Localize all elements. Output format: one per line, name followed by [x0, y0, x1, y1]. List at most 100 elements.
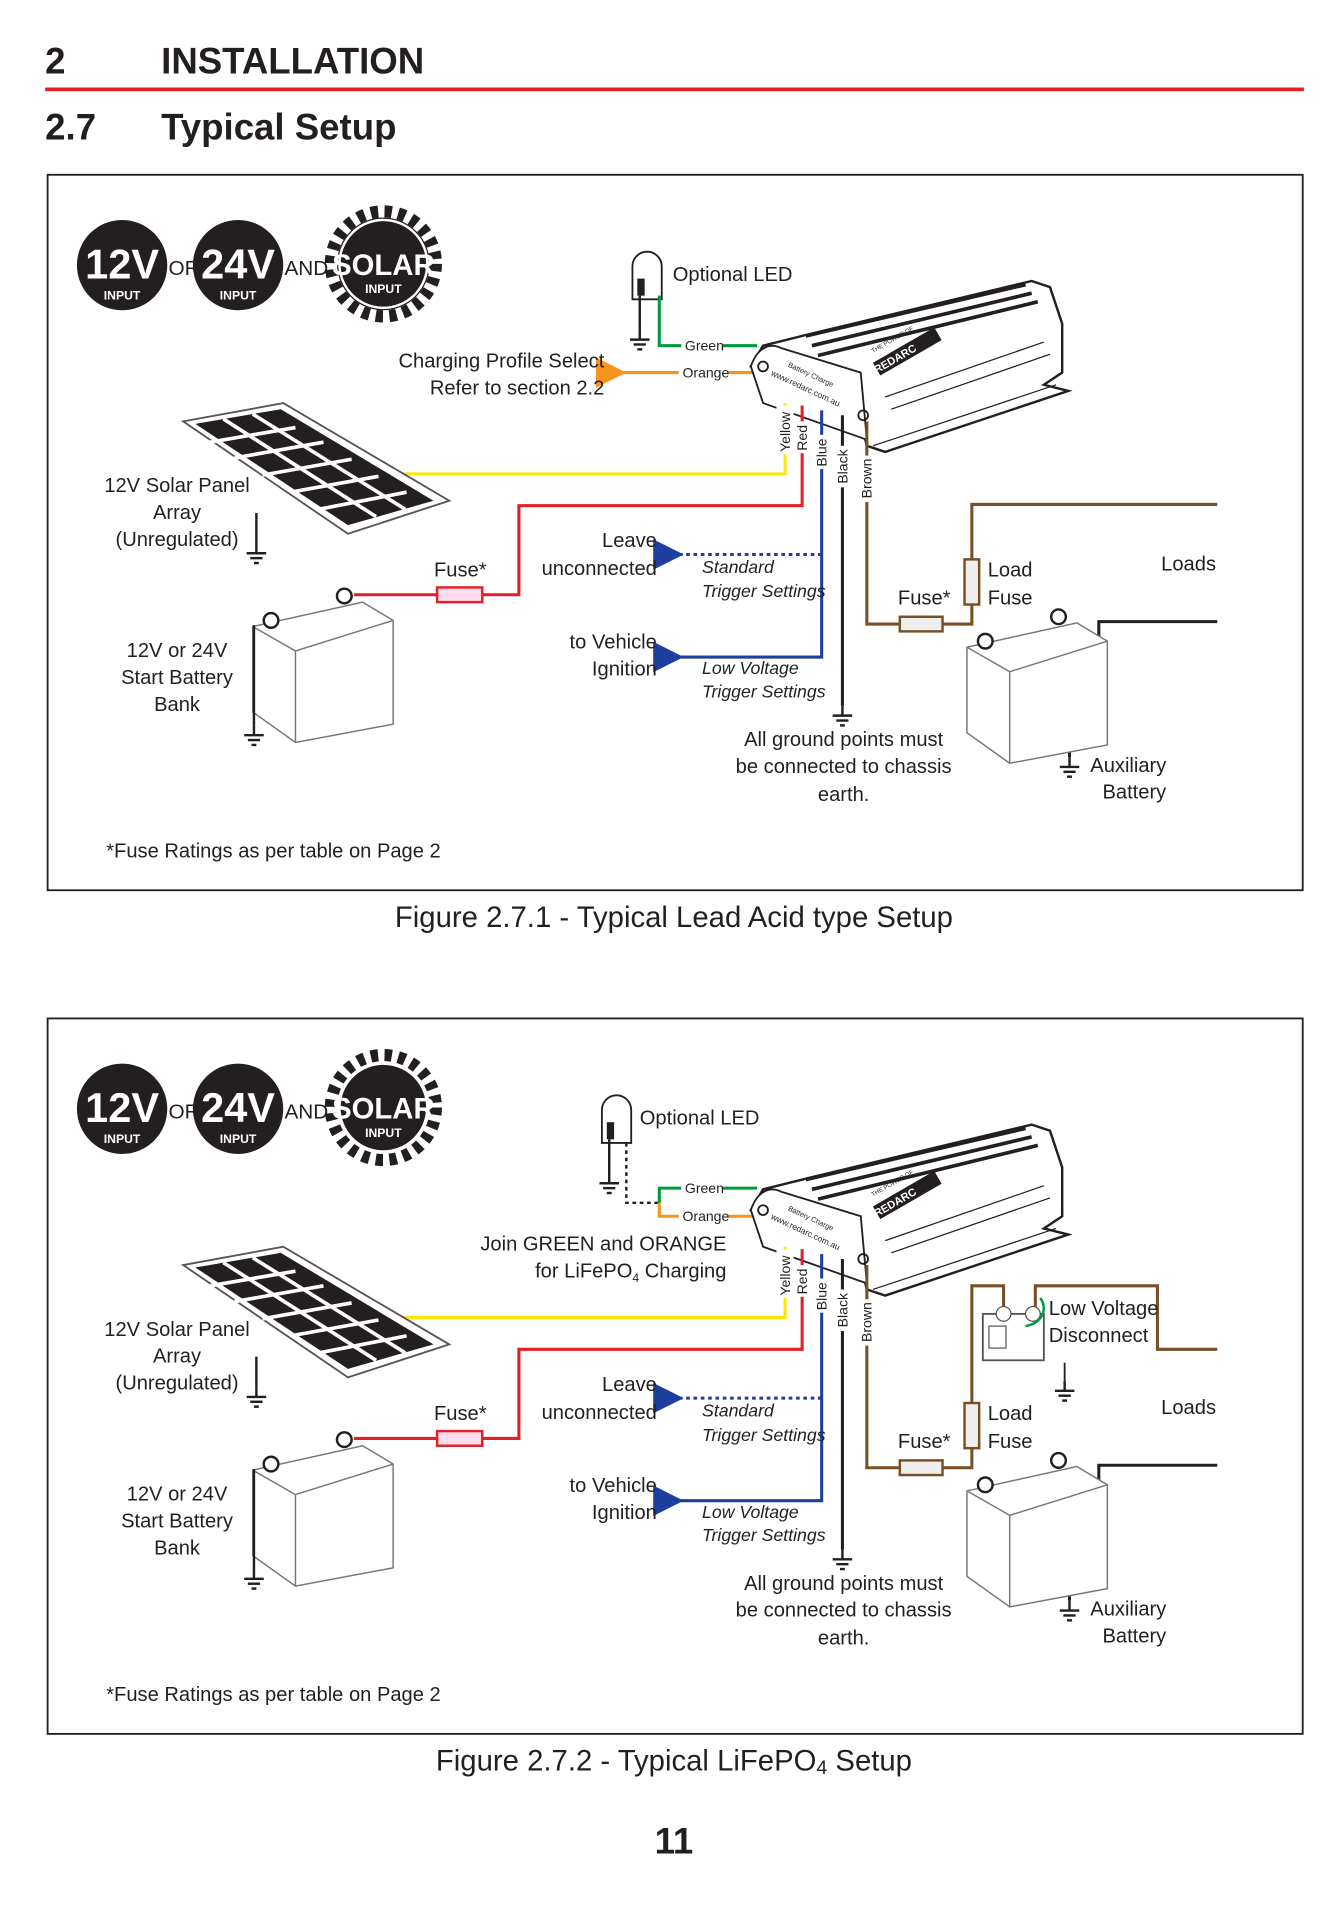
fuse-icon: [435, 1429, 484, 1447]
black-wire-label: Black: [834, 448, 850, 483]
figure-lead-acid: 12V INPUT OR 24V INPUT AND SOLAR INPUT O…: [46, 173, 1304, 892]
start-battery-label: 12V or 24V: [127, 1484, 228, 1506]
start-battery-label: Start Battery: [121, 1511, 234, 1533]
load-fuse-label: Fuse: [988, 1431, 1033, 1453]
load-fuse-label: Fuse: [988, 588, 1033, 610]
solar-panel-label: (Unregulated): [116, 529, 239, 551]
fuse-label: Fuse*: [898, 1431, 951, 1453]
or-label: OR: [168, 1101, 199, 1124]
ground-note: earth.: [818, 784, 869, 806]
load-fuse-icon: [963, 558, 981, 606]
yellow-wire-label: Yellow: [777, 1255, 793, 1296]
subsection-number: 2.7: [45, 106, 96, 147]
load-fuse-icon: [963, 1401, 981, 1450]
led-icon: [628, 250, 663, 351]
brown-wire: [865, 1265, 1006, 1470]
badge-12v-label: 12V: [85, 1084, 159, 1131]
start-battery-label: Bank: [154, 1537, 201, 1559]
leave-unconnected-label: Leave: [602, 530, 657, 552]
standard-trigger-label: Standard: [702, 1400, 775, 1420]
profile-select-ref: Refer to section 2.2: [430, 378, 605, 400]
blue-wire-label: Blue: [814, 1282, 830, 1310]
fuse-footnote: *Fuse Ratings as per table on Page 2: [106, 840, 441, 862]
lvd-label: Disconnect: [1049, 1325, 1149, 1347]
fuse-label: Fuse*: [434, 559, 487, 581]
and-label: AND: [284, 1101, 328, 1124]
figure-frame: [46, 1017, 1304, 1735]
brown-wire-label: Brown: [859, 459, 875, 499]
auxiliary-battery-label: Auxiliary: [1090, 1598, 1167, 1620]
badge-solar-sub: INPUT: [365, 282, 402, 296]
blue-wire-label: Blue: [814, 438, 830, 466]
start-battery-icon: [251, 1431, 395, 1588]
green-wire: [657, 1186, 757, 1203]
load-fuse-label: Load: [988, 559, 1033, 581]
input-badges: 12V INPUT OR 24V INPUT AND SOLAR INPUT: [76, 1048, 442, 1167]
blue-wire: [653, 1254, 824, 1516]
lvd-label: Low Voltage: [1049, 1298, 1159, 1320]
ground-note: be connected to chassis: [736, 756, 952, 778]
solar-panel-label: 12V Solar Panel: [104, 1319, 249, 1341]
ground-note: be connected to chassis: [736, 1600, 952, 1622]
fuse-icon: [898, 615, 944, 633]
solar-panel-icon: [181, 401, 452, 536]
join-wires-label: Join GREEN and ORANGE: [480, 1233, 726, 1255]
brown-load-wire: [1033, 1284, 1218, 1351]
subsection-title: Typical Setup: [161, 106, 396, 147]
low-voltage-trigger-label: Low Voltage: [702, 1502, 799, 1522]
badge-solar-label: SOLAR: [332, 249, 435, 282]
led-dotted-wire: [625, 1142, 660, 1205]
start-battery-label: 12V or 24V: [127, 640, 228, 662]
ground-note: All ground points must: [744, 1573, 944, 1595]
dc-charger-device: REDARC THE POWER OF www.redarc.com.au Ba…: [749, 279, 1071, 454]
vehicle-ignition-label: to Vehicle: [570, 1475, 657, 1497]
fuse-icon: [898, 1459, 944, 1477]
standard-trigger-label: Trigger Settings: [702, 581, 826, 601]
blue-wire: [653, 410, 824, 673]
leave-unconnected-label: unconnected: [542, 1402, 657, 1424]
badge-solar-sub: INPUT: [365, 1126, 402, 1140]
green-wire-label: Green: [685, 1180, 724, 1196]
load-fuse-label: Load: [988, 1403, 1033, 1425]
badge-24v: [192, 219, 284, 311]
fuse-label: Fuse*: [898, 588, 951, 610]
solar-panel-label: 12V Solar Panel: [104, 475, 249, 497]
figure-lifepo4: 12V INPUT OR 24V INPUT AND SOLAR INPUT O…: [46, 1017, 1304, 1735]
badge-24v-label: 24V: [201, 1084, 275, 1131]
auxiliary-battery-label: Auxiliary: [1090, 755, 1167, 777]
standard-trigger-label: Trigger Settings: [702, 1425, 826, 1445]
ground-note: earth.: [818, 1628, 869, 1650]
badge-24v-sub: INPUT: [220, 1132, 257, 1146]
vehicle-ignition-label: Ignition: [592, 1502, 657, 1524]
badge-solar-label: SOLAR: [332, 1093, 435, 1126]
ground-note: All ground points must: [744, 729, 944, 751]
orange-wire-label: Orange: [682, 364, 729, 380]
figure-frame: [46, 173, 1304, 892]
figure-1-caption: Figure 2.7.1 - Typical Lead Acid type Se…: [395, 901, 953, 934]
optional-led-label: Optional LED: [640, 1108, 760, 1130]
badge-12v-label: 12V: [85, 241, 159, 288]
green-wire-label: Green: [685, 338, 724, 354]
start-battery-label: Start Battery: [121, 667, 234, 689]
fuse-label: Fuse*: [434, 1403, 487, 1425]
standard-trigger-label: Standard: [702, 557, 775, 577]
sun-icon: [324, 1048, 442, 1167]
solar-panel-label: Array: [153, 1346, 202, 1368]
auxiliary-battery-icon: [965, 608, 1109, 765]
yellow-wire-label: Yellow: [777, 411, 793, 452]
badge-12v: [76, 219, 168, 311]
brown-wire: [865, 421, 1218, 626]
solar-panel-label: Array: [153, 502, 202, 524]
vehicle-ignition-label: to Vehicle: [570, 631, 657, 653]
fuse-icon: [435, 586, 484, 604]
auxiliary-battery-label: Battery: [1102, 1625, 1167, 1647]
black-wire-label: Black: [834, 1292, 850, 1327]
input-badges: 12V INPUT OR 24V INPUT AND SOLAR INPUT: [76, 205, 442, 323]
badge-12v-sub: INPUT: [104, 288, 141, 302]
page-number: 11: [655, 1821, 694, 1862]
led-icon: [598, 1094, 633, 1195]
orange-wire-label: Orange: [682, 1208, 729, 1224]
section-number: 2: [45, 40, 65, 81]
dc-charger-device: REDARC THE POWER OF www.redarc.com.au Ba…: [749, 1122, 1071, 1298]
